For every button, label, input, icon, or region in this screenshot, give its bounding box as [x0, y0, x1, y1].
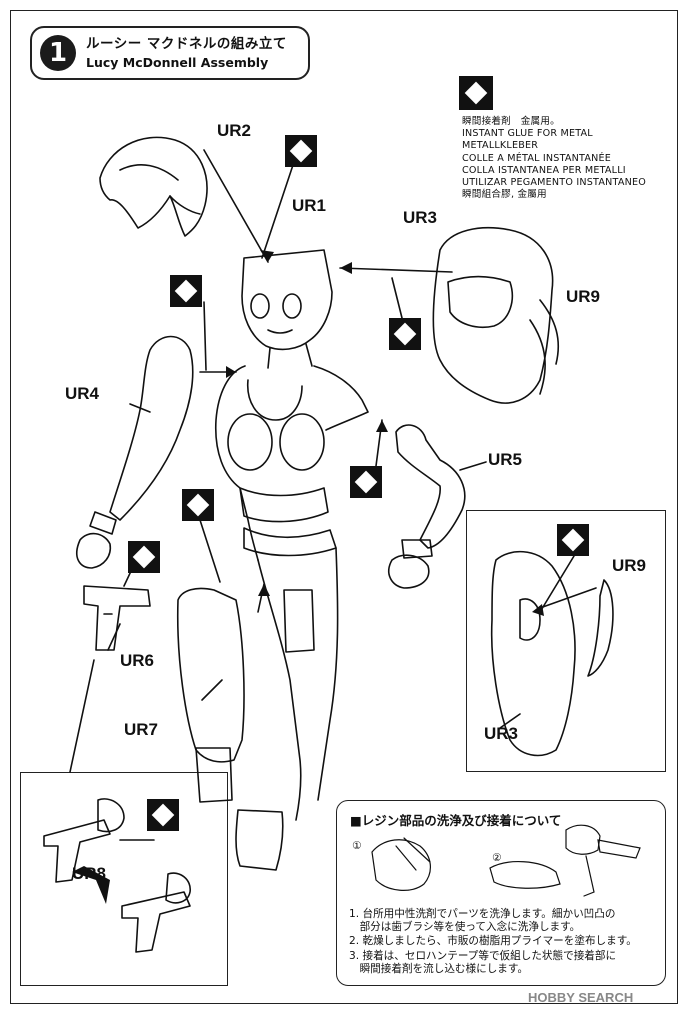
glue-diamond-icon [147, 799, 179, 831]
ur2-hair-part [99, 136, 208, 237]
glue-diamond-icon [170, 275, 202, 307]
glue-diamond-icon [182, 489, 214, 521]
label-ur4: UR4 [65, 384, 100, 403]
glue-legend-line: 瞬間接着剤 金属用。 [462, 116, 560, 127]
resin-care-line: 瞬間接着剤を流し込む様にします。 [349, 963, 529, 975]
glue-diamond-icon [285, 135, 317, 167]
glue-legend: 瞬間接着剤 金属用。 INSTANT GLUE FOR METAL METALL… [462, 116, 646, 201]
step-title-box [30, 26, 310, 80]
label-ur8: UR8 [72, 864, 107, 883]
label-ur5: UR5 [488, 450, 523, 469]
ur7-leg-part [176, 587, 245, 803]
glue-legend-line: 瞬間組合膠, 金屬用 [462, 189, 547, 201]
glue-legend-line: COLLA ISTANTANEA PER METALLI [462, 164, 626, 176]
gun-hand-detail-inset [20, 772, 228, 986]
resin-care-title: ■レジン部品の洗浄及び接着について [350, 813, 562, 828]
step-mark-1: ① [352, 840, 362, 852]
glue-legend-line: UTILIZAR PEGAMENTO INSTANTANEO [462, 177, 646, 189]
glue-legend-line: INSTANT GLUE FOR METAL [462, 128, 593, 140]
resin-care-panel [336, 800, 666, 986]
step-title-english: Lucy McDonnell Assembly [86, 55, 269, 70]
inset-gun-hand-part [43, 798, 191, 953]
glue-diamond-icon [128, 541, 160, 573]
glue-legend-line: COLLE A MÉTAL INSTANTANÉE [462, 152, 612, 164]
resin-care-line: 部分は歯ブラシ等を使って入念に洗浄します。 [349, 921, 581, 933]
page-border [10, 10, 678, 1004]
ur5-arm-part [388, 424, 466, 589]
resin-care-line: 1. 台所用中性洗剤でパーツを洗浄します。細かい凹凸の [349, 908, 616, 920]
label-ur7: UR7 [124, 720, 159, 739]
resin-care-line: 2. 乾燥しましたら、市販の樹脂用プライマーを塗布します。 [349, 935, 637, 947]
glue-diamond-icon [350, 466, 382, 498]
glue-diamond-icon [459, 76, 493, 110]
watermark: HOBBY SEARCH [528, 990, 634, 1005]
label-inset-ur3: UR3 [484, 724, 519, 743]
ur6-gun-part [83, 585, 151, 651]
label-inset-ur9: UR9 [612, 556, 647, 575]
glue-diamond-icon [557, 524, 589, 556]
glue-legend-line: METALLKLEBER [462, 140, 539, 152]
label-ur3: UR3 [403, 208, 438, 227]
glue-diamond-icon [389, 318, 421, 350]
label-ur9: UR9 [566, 287, 601, 306]
label-ur2: UR2 [217, 121, 252, 140]
step-title-japanese: ルーシー マクドネルの組み立て [86, 36, 287, 52]
ur4-arm-part [76, 335, 194, 569]
step-number-badge: 1 [40, 35, 76, 71]
step-mark-2: ② [492, 852, 502, 864]
inset-hair-part [490, 550, 614, 757]
label-ur1: UR1 [292, 196, 327, 215]
ur3-hair-part [432, 227, 560, 404]
resin-care-line: 3. 接着は、セロハンテープ等で仮組した状態で接着部に [349, 950, 617, 962]
label-ur6: UR6 [120, 651, 155, 670]
